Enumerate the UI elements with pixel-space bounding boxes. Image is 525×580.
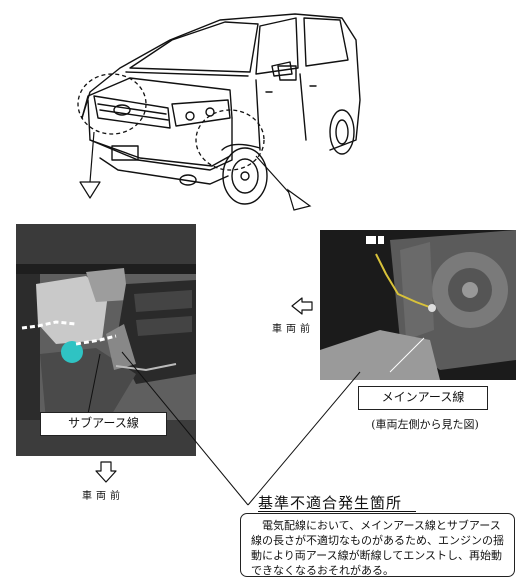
transmission-photo-main-ground: [320, 230, 516, 380]
title-underline: [258, 511, 416, 512]
vehicle-front-label-right: 車両前: [272, 324, 314, 335]
vehicle-front-label-left: 車両前: [82, 491, 124, 502]
vehicle-line-drawing: [77, 13, 361, 211]
sub-ground-wire-label: サブアース線: [40, 412, 167, 436]
description-text: 電気配線において、メインアース線とサブアース線の長さが不適切なものがあるため、エ…: [251, 519, 504, 577]
front-direction-arrow-left-icon: [291, 297, 313, 315]
description-box: 電気配線において、メインアース線とサブアース線の長さが不適切なものがあるため、エ…: [240, 513, 515, 577]
main-ground-wire-label: メインアース線: [358, 386, 488, 410]
front-direction-arrow-down-icon: [95, 461, 117, 483]
nonconformity-location-title: 基準不適合発生箇所: [258, 494, 403, 512]
view-from-left-caption: (車両左側から見た図): [371, 418, 479, 431]
